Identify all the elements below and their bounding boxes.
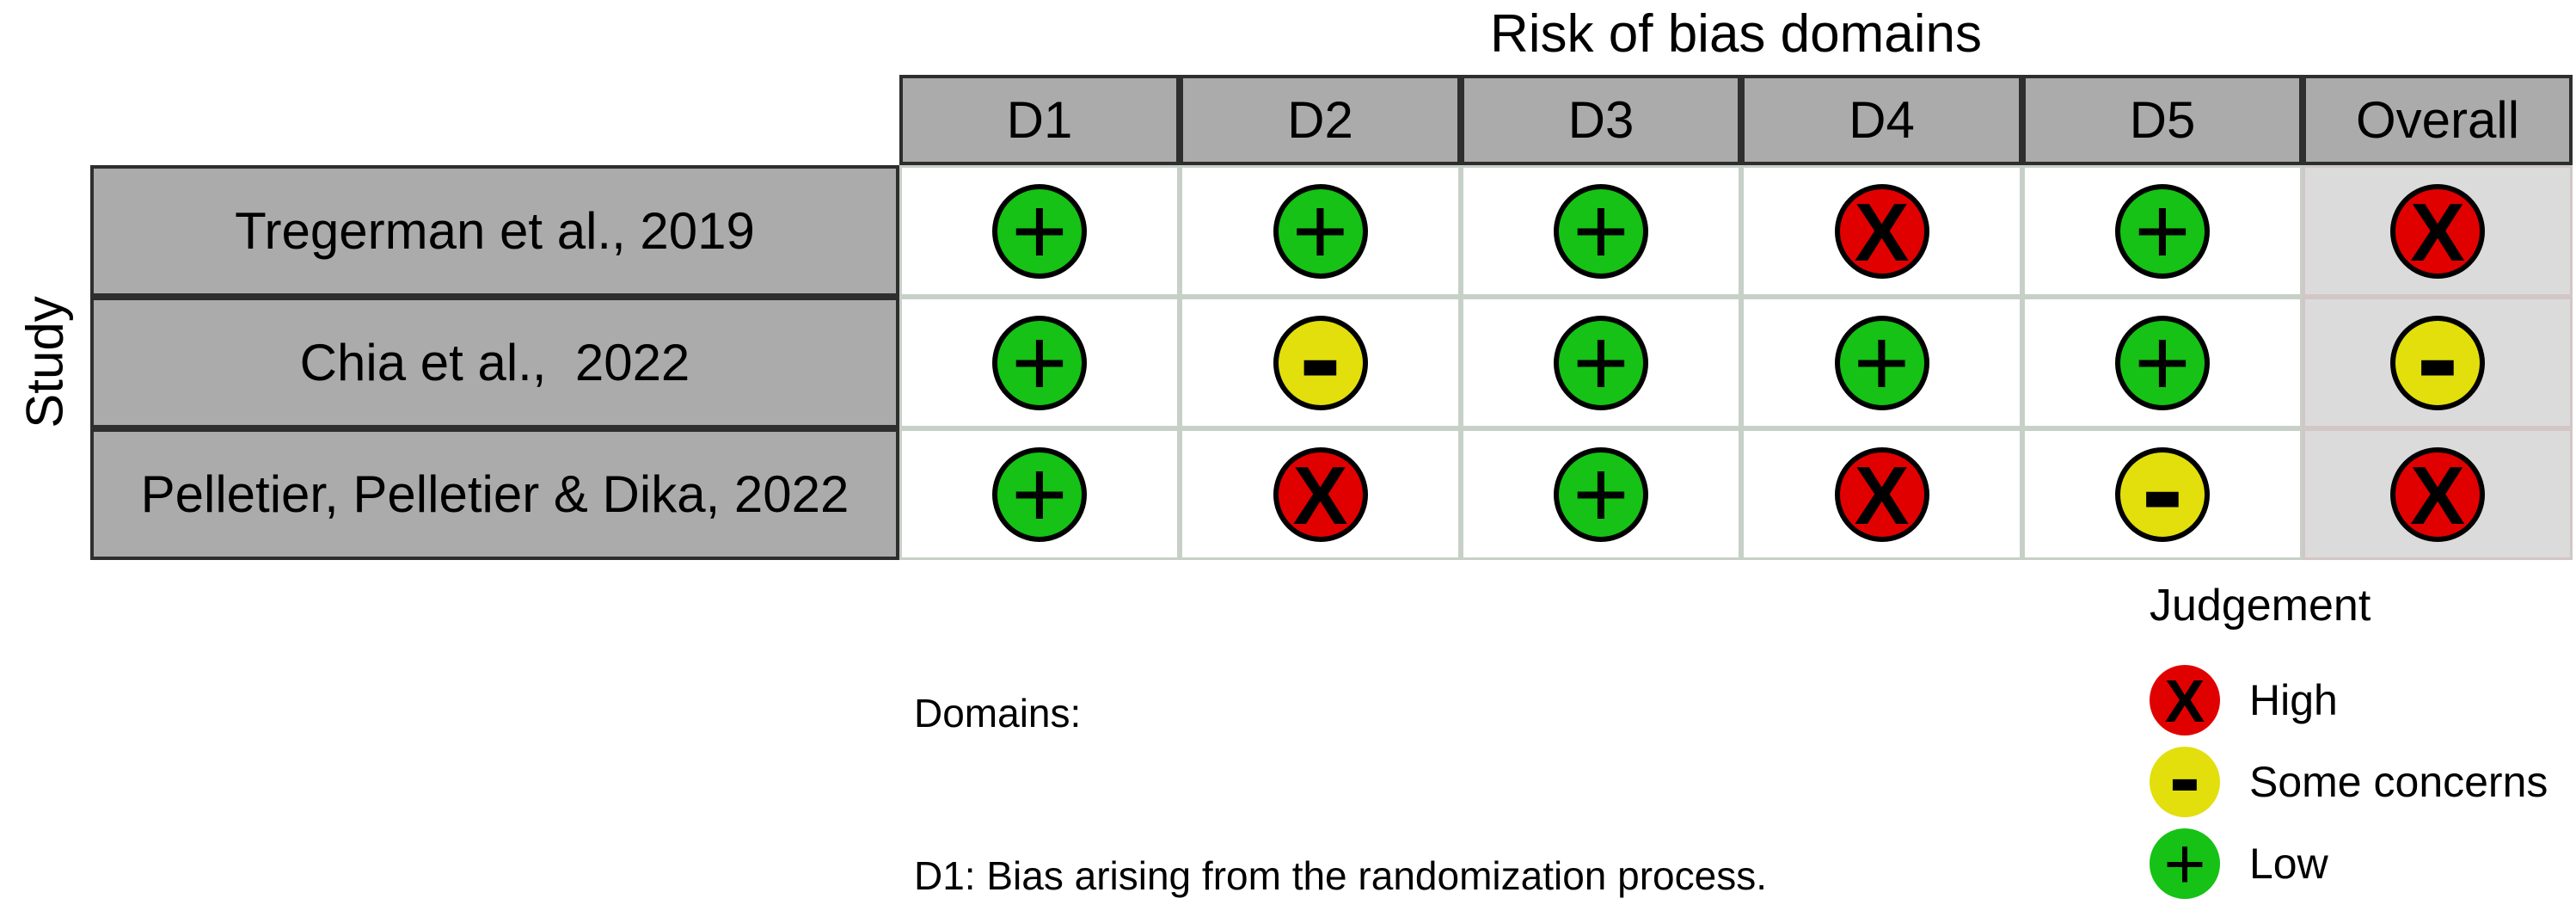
overall-judgement-cell: X xyxy=(2303,428,2573,560)
judgement-symbol: X xyxy=(2164,667,2205,735)
judgement-circle: + xyxy=(1273,176,1368,285)
judgement-symbol: - xyxy=(1298,286,1342,428)
column-header-d3: D3 xyxy=(1461,75,1741,165)
judgement-cell: + xyxy=(2022,297,2303,428)
judgement-symbol: X xyxy=(1854,186,1910,279)
judgement-circle: X xyxy=(1273,446,1368,542)
judgement-symbol: + xyxy=(1291,176,1349,285)
some-concerns-icon: - xyxy=(2150,729,2220,824)
judgement-circle: + xyxy=(992,308,1087,416)
judgement-circle: - xyxy=(1273,293,1368,421)
study-cell: Pelletier, Pelletier & Dika, 2022 xyxy=(90,428,899,560)
judgement-circle: + xyxy=(992,440,1087,548)
legend-item-some-concerns: - Some concerns xyxy=(2150,729,2548,824)
judgement-cell: + xyxy=(2022,165,2303,297)
judgement-cell: X xyxy=(1741,165,2022,297)
study-axis-label: Study xyxy=(15,296,74,428)
judgement-circle: X xyxy=(2390,183,2485,279)
judgement-symbol: + xyxy=(2163,822,2206,904)
overall-judgement-cell: - xyxy=(2303,293,2573,428)
overall-judgement-cell: X xyxy=(2303,165,2573,297)
study-cell: Chia et al., 2022 xyxy=(90,297,899,428)
judgement-symbol: - xyxy=(2141,417,2184,560)
legend-item-label: Low xyxy=(2249,839,2328,888)
judgement-circle: - xyxy=(2115,425,2210,552)
judgement-cell: + xyxy=(1461,297,1741,428)
domains-legend-line: D1: Bias arising from the randomization … xyxy=(914,853,1767,898)
traffic-light-table: D1 D2 D3 D4 D5 Overall Tregerman et al.,… xyxy=(90,75,2573,560)
judgement-circle: - xyxy=(2390,293,2485,421)
chart-title: Risk of bias domains xyxy=(1489,4,1983,64)
column-header-d1: D1 xyxy=(899,75,1180,165)
legend-item-high: X High xyxy=(2150,659,2548,741)
judgement-symbol: + xyxy=(1011,176,1068,285)
judgement-symbol: + xyxy=(2134,308,2191,416)
judgement-circle: + xyxy=(992,176,1087,285)
judgement-circle: X xyxy=(1834,446,1929,542)
judgement-cell: + xyxy=(899,297,1180,428)
judgement-symbol: + xyxy=(1573,308,1629,416)
legend-item-label: Some concerns xyxy=(2249,757,2548,806)
table-corner-spacer xyxy=(90,75,899,165)
judgement-cell: + xyxy=(899,165,1180,297)
judgement-circle: + xyxy=(2115,308,2210,416)
judgement-symbol: + xyxy=(1853,308,1911,416)
judgement-cell: + xyxy=(1461,165,1741,297)
judgement-circle: + xyxy=(1554,308,1648,416)
column-header-overall: Overall xyxy=(2303,75,2573,165)
judgement-symbol: + xyxy=(1573,440,1629,548)
high-risk-icon: X xyxy=(2150,664,2220,735)
domains-legend-heading: Domains: xyxy=(914,691,1082,735)
judgement-symbol: - xyxy=(2416,286,2459,428)
legend-item-low: + Low xyxy=(2150,822,2548,904)
judgement-cell: + xyxy=(1461,428,1741,560)
judgement-legend-title: Judgement xyxy=(2150,581,2371,631)
judgement-symbol: X xyxy=(1292,449,1348,542)
study-cell: Tregerman et al., 2019 xyxy=(90,165,899,297)
column-header-d5: D5 xyxy=(2022,75,2303,165)
legend-item-label: High xyxy=(2249,675,2338,724)
judgement-symbol: - xyxy=(2168,723,2201,830)
judgement-symbol: X xyxy=(2409,186,2466,279)
judgement-cell: + xyxy=(899,428,1180,560)
judgement-symbol: + xyxy=(1573,176,1629,285)
judgement-circle: + xyxy=(1554,176,1648,285)
judgement-symbol: X xyxy=(2409,449,2466,542)
judgement-symbol: + xyxy=(1011,308,1068,416)
judgement-circle: X xyxy=(1834,183,1929,279)
judgement-legend-items: X High - Some concerns + Low xyxy=(2150,659,2548,904)
column-header-d4: D4 xyxy=(1741,75,2022,165)
judgement-cell: X xyxy=(1741,428,2022,560)
judgement-cell: + xyxy=(1180,165,1461,297)
low-risk-icon: + xyxy=(2150,822,2220,904)
judgement-symbol: + xyxy=(1011,440,1068,548)
judgement-legend: Judgement X High - Some concerns + Low xyxy=(2150,580,2548,904)
judgement-circle: + xyxy=(1834,308,1929,416)
judgement-circle: X xyxy=(2390,446,2485,542)
judgement-cell: - xyxy=(2022,425,2303,560)
judgement-circle: + xyxy=(2115,176,2210,285)
domains-legend: Domains: D1: Bias arising from the rando… xyxy=(914,578,1853,917)
judgement-symbol: + xyxy=(2134,176,2191,285)
judgement-cell: - xyxy=(1180,293,1461,428)
judgement-cell: + xyxy=(1741,297,2022,428)
column-header-d2: D2 xyxy=(1180,75,1461,165)
judgement-cell: X xyxy=(1180,428,1461,560)
judgement-circle: + xyxy=(1554,440,1648,548)
judgement-symbol: X xyxy=(1854,449,1910,542)
